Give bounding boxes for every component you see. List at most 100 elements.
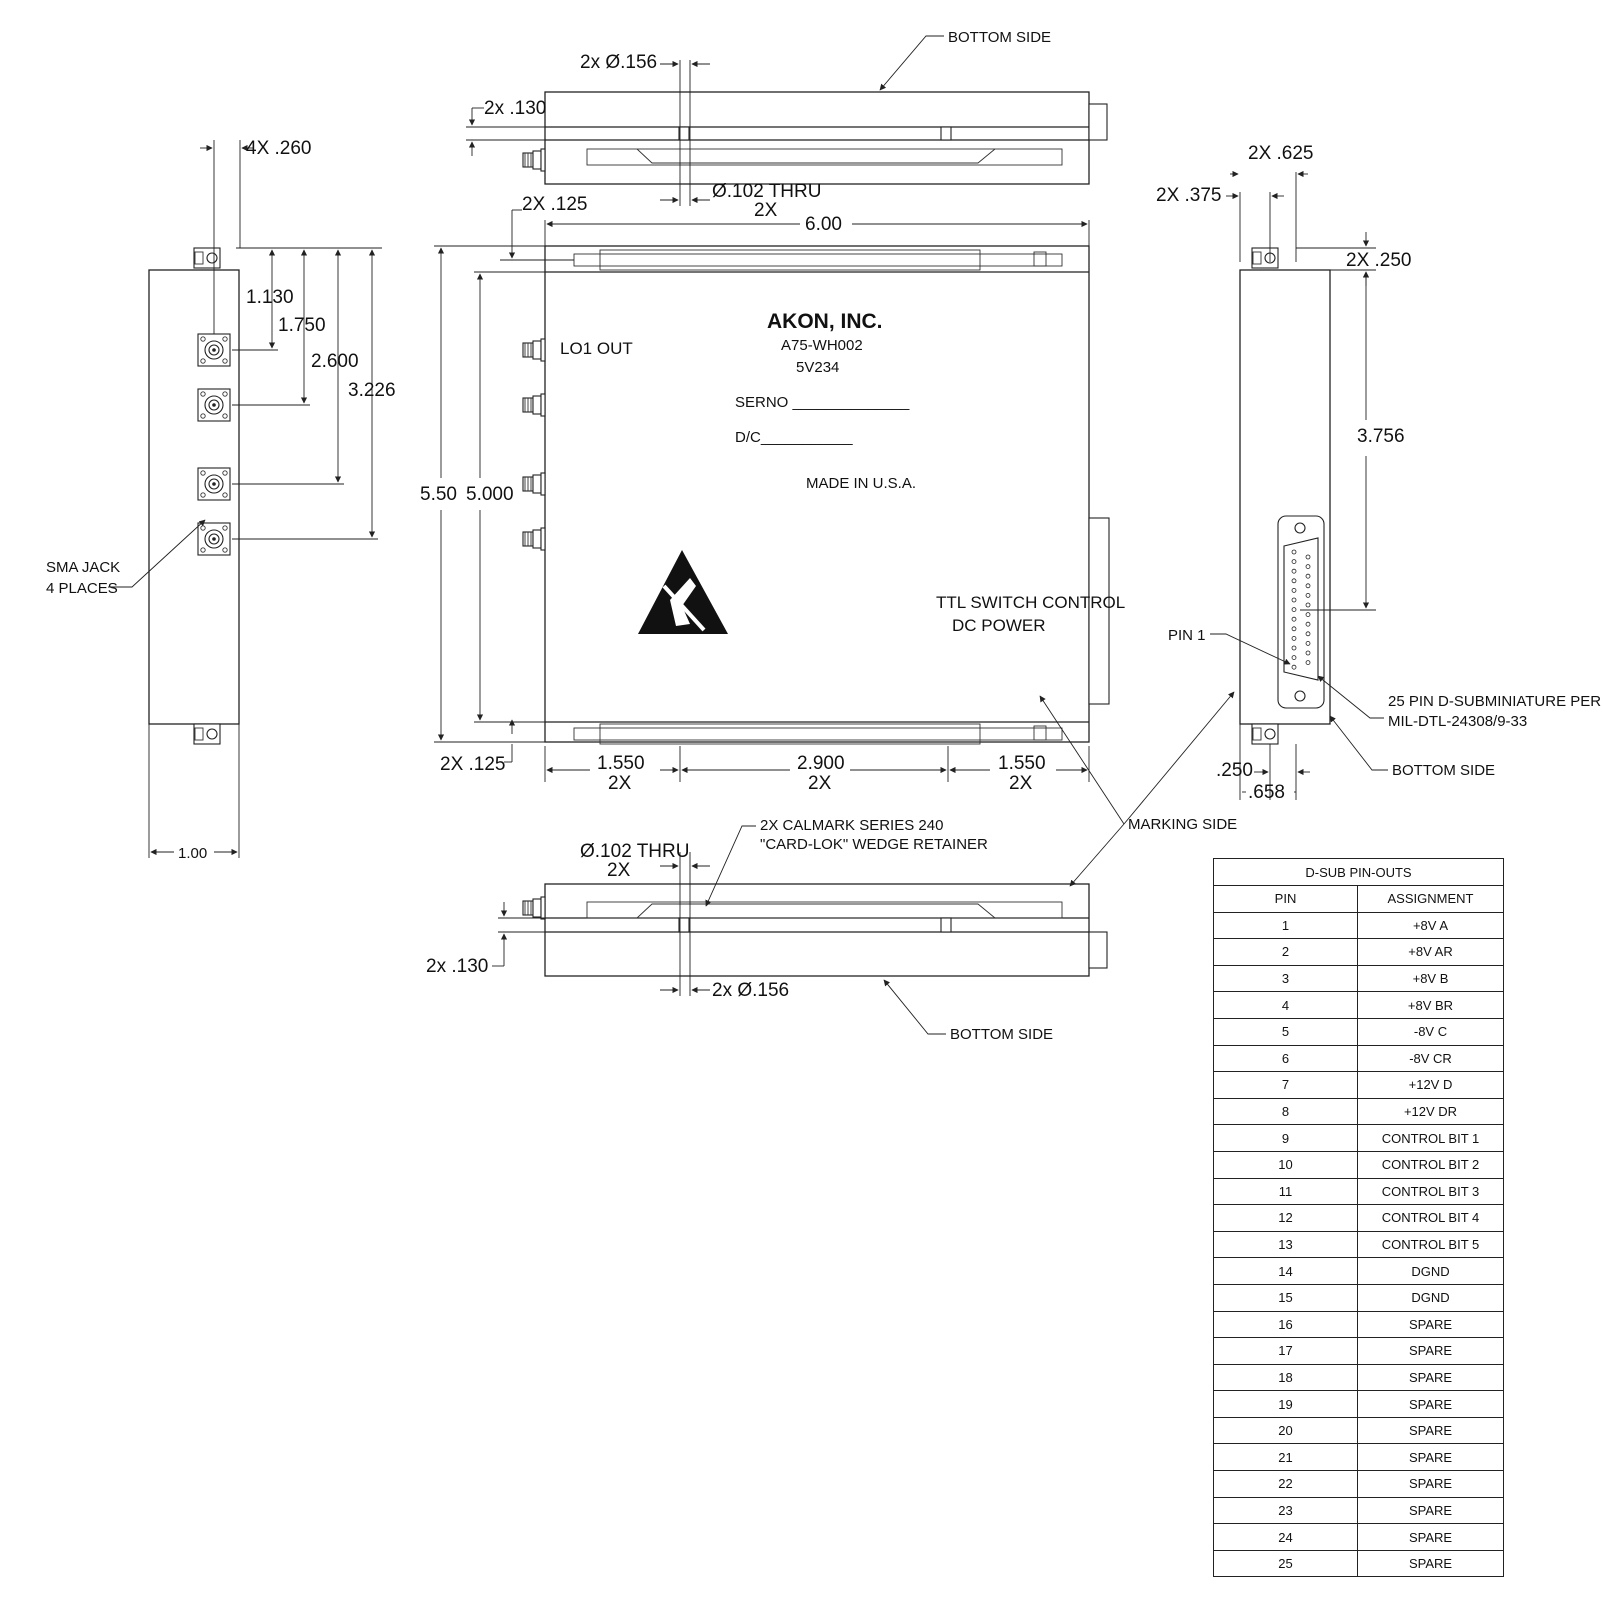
dim-2x-middle: 2X <box>808 773 832 794</box>
d-sub-pin <box>1291 655 1297 660</box>
pin-assignment-cell: SPARE <box>1357 1390 1504 1418</box>
marking-side-label: MARKING SIDE <box>1128 816 1237 833</box>
pin-assignment-cell: +8V B <box>1357 964 1504 993</box>
pin-assignment-cell: -8V CR <box>1357 1044 1504 1073</box>
sma-jack-label: SMA JACK <box>46 559 120 576</box>
table-row: 7+12V D <box>1213 1071 1504 1099</box>
dim-2600: 2.600 <box>311 351 359 372</box>
d-sub-connector <box>1277 515 1325 709</box>
pin-number-cell: 9 <box>1213 1124 1358 1152</box>
sma-jack-2 <box>197 388 231 422</box>
dim-width-600: 6.00 <box>805 214 842 235</box>
pin-number-cell: 20 <box>1213 1416 1358 1445</box>
pin-assignment-cell: +8V BR <box>1357 991 1504 1019</box>
pin-assignment-cell: SPARE <box>1357 1549 1504 1578</box>
pin-number-cell: 5 <box>1213 1017 1358 1046</box>
main-view: LO1 OUT AKON, INC. A75-WH002 5V234 SERNO… <box>420 194 1125 794</box>
bottom-thru-102: Ø.102 THRU <box>580 841 689 862</box>
table-row: 6-8V CR <box>1213 1044 1504 1073</box>
table-row: 5-8V C <box>1213 1017 1504 1046</box>
pin-number-cell: 21 <box>1213 1443 1358 1472</box>
d-sub-pin <box>1291 559 1297 564</box>
dim-250-bottom: .250 <box>1216 760 1253 781</box>
dim-125-bottom: 2X .125 <box>440 754 506 775</box>
pin-assignment-cell: SPARE <box>1357 1523 1504 1551</box>
pin-column-header: PIN <box>1213 885 1358 913</box>
pin-number-cell: 10 <box>1213 1150 1358 1179</box>
bottom-view-body <box>544 883 1090 977</box>
d-sub-pin <box>1291 549 1297 555</box>
pin-assignment-cell: SPARE <box>1357 1443 1504 1472</box>
pin-number-cell: 11 <box>1213 1177 1358 1206</box>
main-sma-3 <box>522 472 546 496</box>
left-view: 4X .260 1.130 1.750 2.600 3.226 1.00 SMA… <box>46 138 396 862</box>
pin-assignment-cell: +12V D <box>1357 1071 1504 1099</box>
sma-jack-1 <box>197 333 231 367</box>
bottom-view: Ø.102 THRU 2X 2x Ø.156 2X CALMARK SERIES… <box>426 691 1237 1043</box>
pin-table-caption: D-SUB PIN-OUTS <box>1213 858 1504 886</box>
d-sub-pin <box>1305 554 1311 560</box>
ttl-control-label: TTL SWITCH CONTROL <box>936 593 1125 612</box>
pin-assignment-cell: DGND <box>1357 1257 1504 1285</box>
d-sub-pin <box>1305 573 1311 579</box>
made-in-label: MADE IN U.S.A. <box>806 475 916 492</box>
bottom-thru-2x: 2X <box>607 860 631 881</box>
card-lok-label: "CARD-LOK" WEDGE RETAINER <box>760 836 988 853</box>
main-view-body <box>544 245 1090 743</box>
dim-625: 2X .625 <box>1248 143 1314 164</box>
bottom-bottom-side: BOTTOM SIDE <box>950 1026 1053 1043</box>
pin-number-cell: 25 <box>1213 1549 1358 1578</box>
pin-assignment-cell: SPARE <box>1357 1470 1504 1498</box>
lo1-out-label: LO1 OUT <box>560 339 633 358</box>
d-sub-pin <box>1305 583 1311 589</box>
d-sub-pin <box>1291 578 1297 584</box>
bottom-dia-156: 2x Ø.156 <box>712 980 789 1001</box>
pin-number-cell: 6 <box>1213 1044 1358 1073</box>
pin-number-cell: 22 <box>1213 1470 1358 1498</box>
d-sub-pin <box>1305 631 1311 637</box>
dc-power-label: DC POWER <box>952 616 1046 635</box>
brand-label: AKON, INC. <box>767 310 883 333</box>
dim-3226: 3.226 <box>348 380 396 401</box>
bottom-view-sma <box>522 896 546 920</box>
top-thru-2x: 2X <box>754 200 778 221</box>
d-sub-pin <box>1291 626 1297 632</box>
pin-number-cell: 24 <box>1213 1523 1358 1551</box>
d-sub-pin <box>1305 564 1311 569</box>
pin-number-cell: 13 <box>1213 1230 1358 1259</box>
dim-658: .658 <box>1248 782 1285 803</box>
top-view-sma <box>522 148 546 172</box>
pin-number-cell: 15 <box>1213 1283 1358 1312</box>
dim-375: 2X .375 <box>1156 185 1222 206</box>
pin-number-cell: 14 <box>1213 1257 1358 1285</box>
pin-assignment-cell: SPARE <box>1357 1310 1504 1339</box>
pin-assignment-cell: -8V C <box>1357 1017 1504 1046</box>
top-dia-156: 2x Ø.156 <box>580 52 657 73</box>
pin-number-cell: 4 <box>1213 991 1358 1019</box>
dim-3756: 3.756 <box>1357 426 1405 447</box>
pin-number-cell: 3 <box>1213 964 1358 993</box>
dim-1130: 1.130 <box>246 287 294 308</box>
pin-assignment-cell: +12V DR <box>1357 1097 1504 1126</box>
top-bottom-side: BOTTOM SIDE <box>948 29 1051 46</box>
pin-assignment-cell: CONTROL BIT 3 <box>1357 1177 1504 1206</box>
pin-number-cell: 19 <box>1213 1390 1358 1418</box>
pin-number-cell: 17 <box>1213 1337 1358 1365</box>
pin-number-cell: 16 <box>1213 1310 1358 1339</box>
pin1-label: PIN 1 <box>1168 627 1206 644</box>
table-row: 4+8V BR <box>1213 991 1504 1019</box>
pin-number-cell: 1 <box>1213 911 1358 940</box>
